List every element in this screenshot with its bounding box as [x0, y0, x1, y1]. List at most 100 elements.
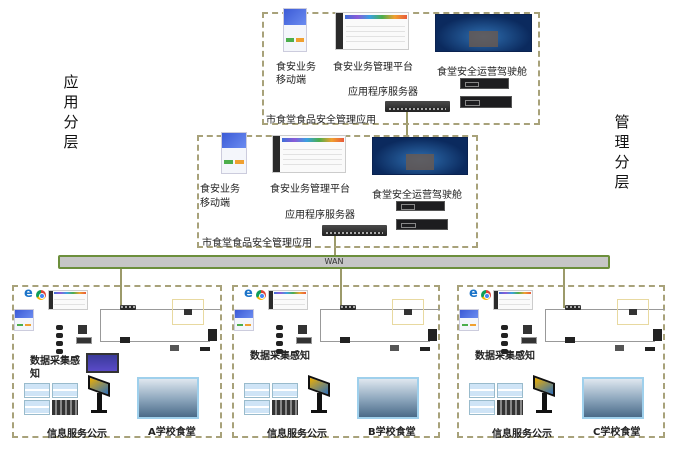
edge-server-box [392, 299, 424, 325]
camera-icon [276, 333, 283, 338]
management-layer-label: 管理分层 [614, 113, 630, 191]
school-name: A学校食堂 [148, 427, 196, 438]
box-label: 市食堂食品安全管理应用 [266, 115, 376, 126]
network-link [545, 309, 665, 310]
network-link [545, 341, 655, 342]
school-name: B学校食堂 [368, 427, 416, 438]
qr-terminal-icon [78, 325, 87, 334]
network-link [100, 309, 220, 310]
network-switch-icon [385, 101, 450, 112]
router-icon [420, 347, 430, 351]
edge-server-icon [404, 309, 412, 315]
mobile-app-screenshot [283, 8, 307, 52]
camera-icon [276, 341, 283, 346]
info-screenshot [24, 383, 50, 398]
camera-icon [501, 341, 508, 346]
connector-line [340, 268, 342, 308]
kiosk-icon [533, 374, 557, 415]
terminal-icon [208, 329, 217, 341]
server-icon [396, 201, 445, 211]
info-screenshot [469, 400, 495, 415]
gateway-icon [565, 337, 575, 343]
cockpit-dashboard-screenshot [372, 137, 468, 175]
info-screenshot [272, 400, 298, 415]
data-collection-label: 数据采集感知 [475, 351, 535, 362]
box-label: 市食堂食品安全管理应用 [202, 238, 312, 249]
camera-icon [56, 333, 63, 338]
cockpit-label: 食堂安全运营驾驶舱 [437, 67, 527, 78]
mobile-label: 移动端 [276, 75, 306, 86]
canteen-photo [357, 377, 419, 419]
info-screenshot [244, 383, 270, 398]
mobile-label: 食安业务 [276, 62, 316, 73]
server-icon [396, 219, 448, 230]
school-name: C学校食堂 [593, 427, 641, 438]
cockpit-dashboard-screenshot [435, 14, 532, 52]
camera-icon [276, 325, 283, 330]
edge-browser-icon: e [469, 286, 478, 301]
network-switch-icon [340, 305, 356, 310]
mobile-label: 移动端 [200, 198, 230, 209]
server-label: 应用程序服务器 [285, 210, 355, 221]
scale-icon [170, 345, 179, 351]
network-link [100, 341, 210, 342]
router-icon [645, 347, 655, 351]
chrome-browser-icon [481, 290, 491, 300]
mobile-app-screenshot [234, 309, 254, 331]
chrome-browser-icon [36, 290, 46, 300]
camera-icon [56, 341, 63, 346]
gateway-icon [120, 337, 130, 343]
info-service-label: 信息服务公示 [47, 429, 107, 440]
server-icon [460, 78, 509, 89]
management-platform-screenshot [493, 290, 533, 310]
school-box-a [12, 285, 222, 438]
scale-icon [615, 345, 624, 351]
network-link [320, 309, 440, 310]
router-icon [200, 347, 210, 351]
network-link [100, 309, 101, 341]
platform-label: 食安业务管理平台 [270, 184, 350, 195]
info-screenshot [52, 400, 78, 415]
connector-line [120, 268, 122, 308]
edge-server-icon [629, 309, 637, 315]
network-link [320, 341, 430, 342]
info-screenshot [469, 383, 495, 398]
application-layer-label: 应用分层 [63, 73, 79, 151]
info-screenshot [24, 400, 50, 415]
platform-label: 食安业务管理平台 [333, 62, 413, 73]
edge-server-icon [184, 309, 192, 315]
management-platform-screenshot [272, 135, 346, 173]
camera-icon [501, 325, 508, 330]
chrome-browser-icon [256, 290, 266, 300]
management-platform-screenshot [48, 290, 88, 310]
info-screenshot [272, 383, 298, 398]
terminal-icon [428, 329, 437, 341]
nvr-recorder-icon [296, 337, 312, 344]
mobile-app-screenshot [221, 132, 247, 174]
qr-terminal-icon [523, 325, 532, 334]
connector-line [563, 268, 565, 308]
kiosk-icon [88, 374, 112, 415]
info-service-label: 信息服务公示 [492, 429, 552, 440]
network-switch-icon [322, 225, 387, 236]
edge-server-box [617, 299, 649, 325]
gateway-icon [340, 337, 350, 343]
cockpit-label: 食堂安全运营驾驶舱 [372, 190, 462, 201]
camera-icon [56, 325, 63, 330]
network-link [320, 309, 321, 341]
info-screenshot [52, 383, 78, 398]
info-service-label: 信息服务公示 [267, 429, 327, 440]
scale-icon [390, 345, 399, 351]
management-platform-screenshot [268, 290, 308, 310]
edge-server-box [172, 299, 204, 325]
edge-browser-icon: e [244, 286, 253, 301]
management-platform-screenshot [335, 12, 409, 50]
data-collection-label: 数据采集感知 [250, 351, 310, 362]
kiosk-icon [308, 374, 332, 415]
school-box-b [232, 285, 440, 438]
network-link [545, 309, 546, 341]
canteen-photo [137, 377, 199, 419]
qr-terminal-icon [298, 325, 307, 334]
server-icon [460, 96, 512, 108]
wan-bar: WAN [58, 255, 610, 269]
